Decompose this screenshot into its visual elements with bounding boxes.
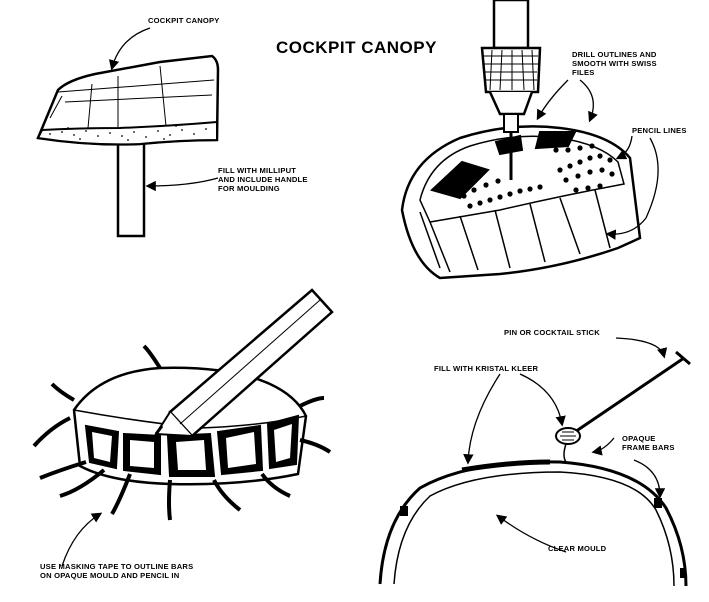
label-line: FILES — [572, 68, 595, 77]
label-line: SMOOTH WITH SWISS — [572, 59, 657, 68]
label-masking-tape: USE MASKING TAPE TO OUTLINE BARS ON OPAQ… — [40, 562, 193, 580]
clear-mould-section — [378, 350, 691, 587]
canopy-mould-handle — [36, 54, 220, 238]
label-fill-milliput: FILL WITH MILLIPUT AND INCLUDE HANDLE FO… — [218, 166, 308, 193]
diagram-title: COCKPIT CANOPY — [276, 38, 437, 57]
label-line: FRAME BARS — [622, 443, 675, 452]
label-drill-outlines: DRILL OUTLINES AND SMOOTH WITH SWISS FIL… — [572, 50, 657, 77]
label-line: FOR MOULDING — [218, 184, 280, 193]
label-line: ON OPAQUE MOULD AND PENCIL IN — [40, 571, 180, 580]
label-line: AND INCLUDE HANDLE — [218, 175, 308, 184]
label-line: COCKPIT CANOPY — [148, 16, 220, 25]
label-pin-stick: PIN OR COCKTAIL STICK — [504, 328, 600, 337]
label-pencil-lines: PENCIL LINES — [632, 126, 687, 135]
label-line: FILL WITH KRISTAL KLEER — [434, 364, 539, 373]
label-line: FILL WITH MILLIPUT — [218, 166, 297, 175]
label-line: USE MASKING TAPE TO OUTLINE BARS — [40, 562, 194, 571]
label-fill-kristal: FILL WITH KRISTAL KLEER — [434, 364, 538, 373]
label-line: PENCIL LINES — [632, 126, 687, 135]
drilled-canopy — [400, 0, 642, 280]
label-line: DRILL OUTLINES AND — [572, 50, 657, 59]
taped-canopy-pencil — [32, 288, 334, 521]
label-line: CLEAR MOULD — [548, 544, 607, 553]
label-line: OPAQUE — [622, 434, 656, 443]
label-cockpit-canopy: COCKPIT CANOPY — [148, 16, 220, 25]
label-clear-mould: CLEAR MOULD — [548, 544, 606, 553]
label-opaque-frame: OPAQUE FRAME BARS — [622, 434, 675, 452]
label-line: PIN OR COCKTAIL STICK — [504, 328, 600, 337]
